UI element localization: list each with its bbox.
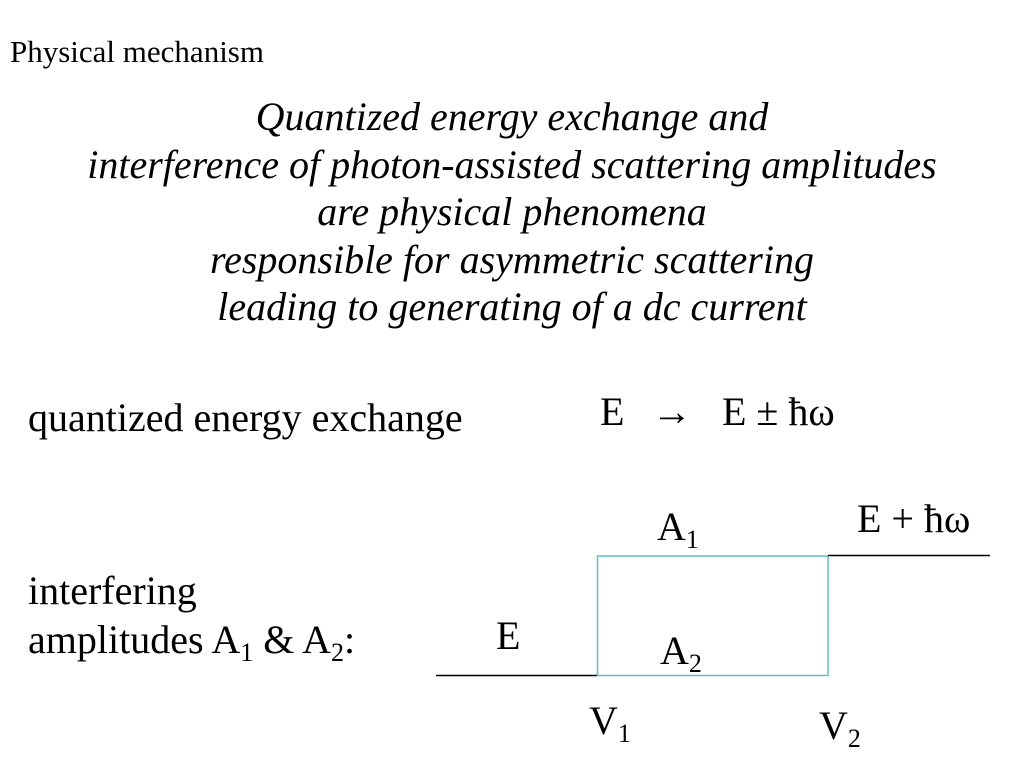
potential-subscript: 1 [617,719,631,748]
potential-subscript: 2 [847,724,861,753]
amplitudes-label: interfering amplitudes A1 & A2: [28,566,355,669]
amplitude-subscript: 1 [240,638,254,667]
amplitude-subscript: 1 [685,525,699,554]
amplitudes-prefix: amplitudes A [28,617,241,662]
barrier-box [596,555,829,677]
statement-line: leading to generating of a dc current [217,284,807,329]
potential-v2-label: V2 [819,703,861,752]
slide-title: Physical mechanism [10,34,264,69]
amplitude-base: A [657,504,686,549]
statement-line: Quantized energy exchange and [255,94,769,139]
amplitudes-label-line1: interfering [28,568,197,613]
statement-line: are physical phenomena [317,189,707,234]
amplitudes-suffix: : [344,617,356,662]
right-arrow-icon: → [652,389,692,434]
lower-level-label: E [496,613,521,658]
amplitude-a2-label: A2 [660,628,702,677]
statement-line: interference of photon-assisted scatteri… [87,141,937,187]
amplitude-base: A [660,628,689,673]
statement-line: responsible for asymmetric scattering [209,236,814,282]
amplitude-subscript: 2 [688,649,702,678]
initial-energy: E [600,389,625,434]
amplitudes-label-line2: amplitudes A1 & A2: [28,615,355,669]
statement-block: Quantized energy exchange and interferen… [0,93,1024,331]
amplitude-subscript: 2 [331,638,345,667]
upper-level-label: E + ħω [857,496,971,541]
amplitudes-mid: & A [253,617,332,662]
amplitude-a1-label: A1 [657,504,699,553]
final-energy: E ± ħω [722,389,835,434]
potential-base: V [819,703,848,748]
energy-exchange-label: quantized energy exchange [28,395,463,440]
potential-base: V [589,698,618,743]
potential-v1-label: V1 [589,698,631,747]
